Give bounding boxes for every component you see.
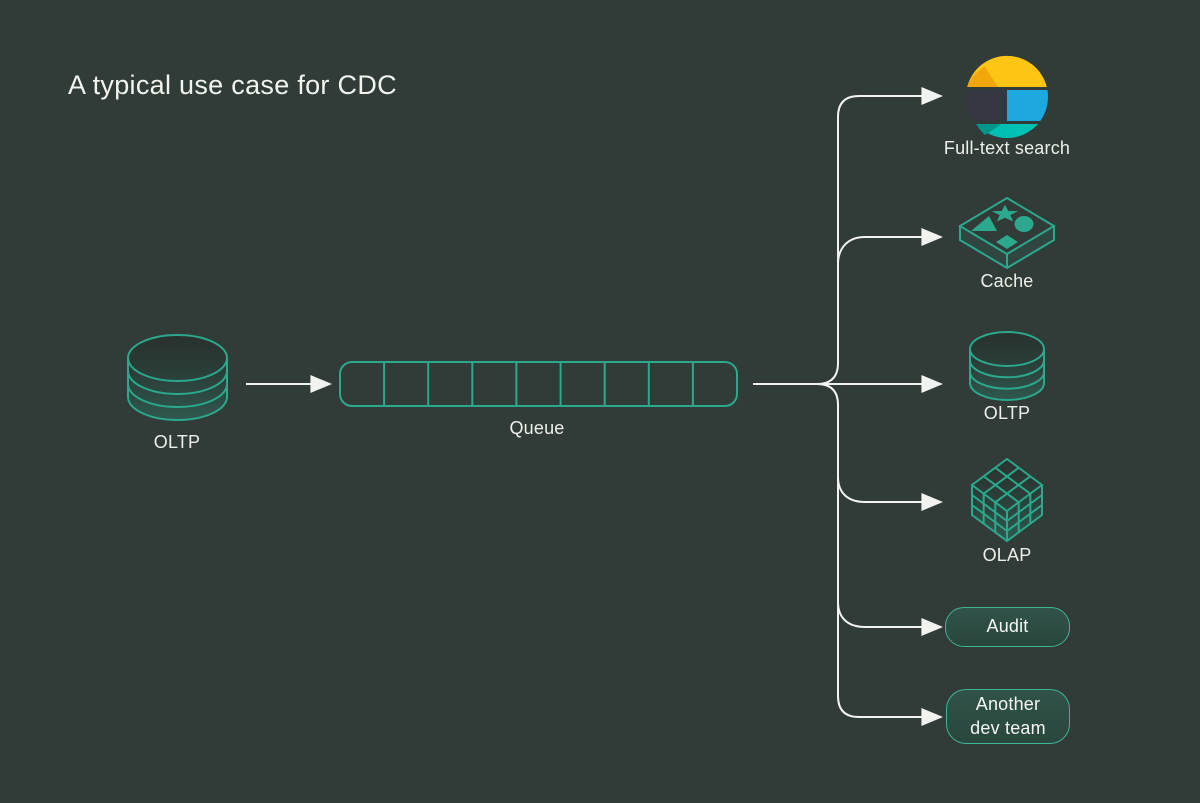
edge-queue-to-cache: [837, 228, 944, 265]
target-database-icon: [969, 331, 1045, 401]
another-dev-team-node: Another dev team: [946, 689, 1070, 744]
diagram-title: A typical use case for CDC: [68, 70, 397, 100]
connectors: [246, 87, 944, 726]
another-dev-team-label-line1: Another: [975, 694, 1041, 715]
edge-queue-to-audit: [837, 601, 944, 636]
audit-label: Audit: [986, 616, 1029, 637]
full-text-search-label: Full-text search: [943, 138, 1071, 158]
source-database-icon: [127, 334, 228, 421]
queue-icon: [339, 361, 738, 407]
edge-queue-to-olap: [837, 476, 944, 511]
cache-shapes: [971, 204, 1034, 249]
target-oltp-label: OLTP: [983, 403, 1031, 423]
olap-label: OLAP: [982, 545, 1032, 565]
elasticsearch-logo: [966, 55, 1048, 139]
cache-icon: [958, 196, 1056, 270]
another-dev-team-label-line2: dev team: [970, 717, 1046, 738]
edge-queue-to-anotherteam: [816, 383, 944, 726]
audit-node: Audit: [945, 607, 1070, 647]
source-oltp-label: OLTP: [153, 432, 201, 452]
olap-cube-icon: [970, 457, 1044, 543]
queue-label: Queue: [509, 418, 565, 438]
edge-queue-to-fulltext: [816, 87, 944, 385]
cache-label: Cache: [980, 271, 1034, 291]
